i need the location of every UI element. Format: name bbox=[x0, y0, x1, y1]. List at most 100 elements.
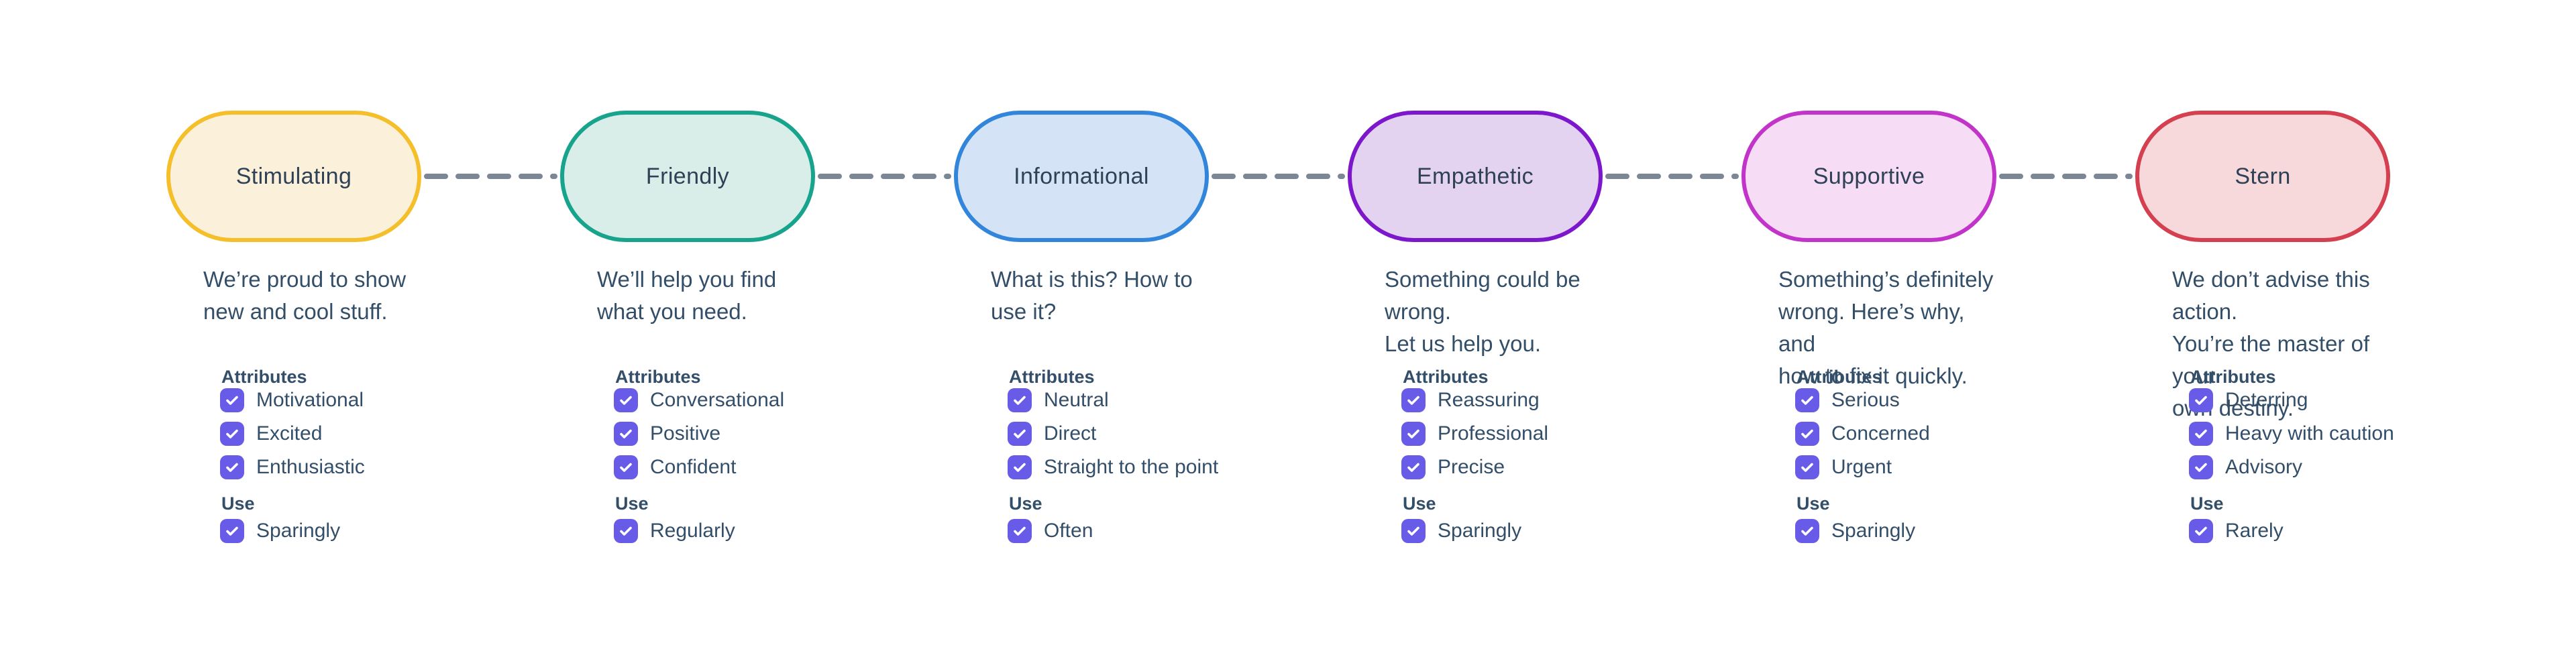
tone-column: Supportive Something’s definitely wrong.… bbox=[1741, 111, 1996, 552]
use-list: Sparingly bbox=[166, 519, 421, 543]
checkbox-label: Straight to the point bbox=[1044, 456, 1219, 478]
checkbox-checked-icon[interactable] bbox=[1008, 388, 1032, 412]
checkbox-checked-icon[interactable] bbox=[220, 422, 244, 446]
tone-name: Friendly bbox=[645, 163, 730, 189]
checkbox-row[interactable]: Sparingly bbox=[220, 519, 421, 543]
checkbox-checked-icon[interactable] bbox=[1401, 422, 1426, 446]
checkbox-checked-icon[interactable] bbox=[614, 455, 638, 479]
checkbox-row[interactable]: Precise bbox=[1401, 455, 1603, 479]
checkbox-row[interactable]: Direct bbox=[1008, 422, 1209, 446]
checkbox-label: Neutral bbox=[1044, 389, 1109, 411]
checkbox-label: Precise bbox=[1438, 456, 1505, 478]
checkbox-checked-icon[interactable] bbox=[1401, 388, 1426, 412]
checkbox-checked-icon[interactable] bbox=[1795, 388, 1819, 412]
checkbox-row[interactable]: Often bbox=[1008, 519, 1209, 543]
checkbox-row[interactable]: Confident bbox=[614, 455, 815, 479]
checkbox-label: Positive bbox=[650, 422, 721, 445]
attributes-list: Reassuring Professional Precise bbox=[1348, 388, 1603, 479]
tone-name: Informational bbox=[1014, 163, 1149, 189]
checkbox-checked-icon[interactable] bbox=[220, 455, 244, 479]
checkbox-checked-icon[interactable] bbox=[220, 519, 244, 543]
attributes-header: Attributes bbox=[1403, 367, 1489, 387]
tone-column: Empathetic Something could be wrong. Let… bbox=[1348, 111, 1603, 552]
checkbox-row[interactable]: Regularly bbox=[614, 519, 815, 543]
checkbox-row[interactable]: Professional bbox=[1401, 422, 1603, 446]
checkbox-checked-icon[interactable] bbox=[1008, 422, 1032, 446]
checkbox-label: Conversational bbox=[650, 389, 785, 411]
checkbox-row[interactable]: Motivational bbox=[220, 388, 421, 412]
checkbox-row[interactable]: Sparingly bbox=[1795, 519, 1996, 543]
checkbox-checked-icon[interactable] bbox=[2189, 422, 2213, 446]
checkbox-checked-icon[interactable] bbox=[614, 519, 638, 543]
checkbox-checked-icon[interactable] bbox=[1008, 455, 1032, 479]
checkbox-label: Advisory bbox=[2225, 456, 2303, 478]
checkbox-checked-icon[interactable] bbox=[1008, 519, 1032, 543]
checkbox-row[interactable]: Sparingly bbox=[1401, 519, 1603, 543]
checkbox-row[interactable]: Excited bbox=[220, 422, 421, 446]
checkbox-label: Rarely bbox=[2225, 520, 2284, 542]
tone-description: We’ll help you find what you need. bbox=[597, 267, 777, 324]
checkbox-label: Serious bbox=[1831, 389, 1900, 411]
tone-pill: Informational bbox=[954, 111, 1209, 242]
tone-pill: Supportive bbox=[1741, 111, 1996, 242]
checkbox-checked-icon[interactable] bbox=[2189, 519, 2213, 543]
use-list: Regularly bbox=[560, 519, 815, 543]
tone-column: Stimulating We’re proud to show new and … bbox=[166, 111, 421, 552]
checkbox-row[interactable]: Serious bbox=[1795, 388, 1996, 412]
checkbox-row[interactable]: Concerned bbox=[1795, 422, 1996, 446]
checkbox-label: Regularly bbox=[650, 520, 735, 542]
tone-row: Stimulating We’re proud to show new and … bbox=[166, 111, 2394, 552]
checkbox-row[interactable]: Urgent bbox=[1795, 455, 1996, 479]
checkbox-checked-icon[interactable] bbox=[2189, 388, 2213, 412]
checkbox-label: Enthusiastic bbox=[256, 456, 365, 478]
attributes-list: Conversational Positive Confident bbox=[560, 388, 815, 479]
tone-name: Supportive bbox=[1813, 163, 1925, 189]
checkbox-label: Concerned bbox=[1831, 422, 1930, 445]
checkbox-checked-icon[interactable] bbox=[1795, 519, 1819, 543]
checkbox-label: Sparingly bbox=[1831, 520, 1916, 542]
checkbox-label: Urgent bbox=[1831, 456, 1892, 478]
checkbox-checked-icon[interactable] bbox=[1401, 519, 1426, 543]
dashed-connector-line bbox=[1212, 174, 1345, 179]
checkbox-label: Motivational bbox=[256, 389, 364, 411]
tone-description: We’re proud to show new and cool stuff. bbox=[203, 267, 407, 324]
dashed-connector-line bbox=[1605, 174, 1739, 179]
checkbox-label: Reassuring bbox=[1438, 389, 1540, 411]
checkbox-row[interactable]: Heavy with caution bbox=[2189, 422, 2394, 446]
checkbox-row[interactable]: Reassuring bbox=[1401, 388, 1603, 412]
checkbox-label: Often bbox=[1044, 520, 1093, 542]
tone-column: Friendly We’ll help you find what you ne… bbox=[560, 111, 815, 552]
checkbox-row[interactable]: Enthusiastic bbox=[220, 455, 421, 479]
checkbox-row[interactable]: Neutral bbox=[1008, 388, 1209, 412]
use-header: Use bbox=[1403, 493, 1436, 514]
tone-name: Empathetic bbox=[1416, 163, 1534, 189]
use-list: Sparingly bbox=[1741, 519, 1996, 543]
dashed-connector-line bbox=[424, 174, 557, 179]
checkbox-row[interactable]: Straight to the point bbox=[1008, 455, 1218, 479]
checkbox-label: Confident bbox=[650, 456, 737, 478]
checkbox-label: Heavy with caution bbox=[2225, 422, 2394, 445]
checkbox-checked-icon[interactable] bbox=[614, 388, 638, 412]
checkbox-checked-icon[interactable] bbox=[1795, 455, 1819, 479]
checkbox-row[interactable]: Rarely bbox=[2189, 519, 2390, 543]
checkbox-row[interactable]: Advisory bbox=[2189, 455, 2390, 479]
checkbox-checked-icon[interactable] bbox=[614, 422, 638, 446]
attributes-list: Motivational Excited Enthusiastic bbox=[166, 388, 421, 479]
checkbox-checked-icon[interactable] bbox=[2189, 455, 2213, 479]
use-header: Use bbox=[221, 493, 255, 514]
attributes-header: Attributes bbox=[1009, 367, 1095, 387]
tone-pill: Stimulating bbox=[166, 111, 421, 242]
tone-pill: Friendly bbox=[560, 111, 815, 242]
use-list: Often bbox=[954, 519, 1209, 543]
checkbox-row[interactable]: Deterring bbox=[2189, 388, 2390, 412]
tone-name: Stern bbox=[2235, 163, 2291, 189]
checkbox-row[interactable]: Positive bbox=[614, 422, 815, 446]
checkbox-row[interactable]: Conversational bbox=[614, 388, 815, 412]
checkbox-checked-icon[interactable] bbox=[220, 388, 244, 412]
tone-pill: Empathetic bbox=[1348, 111, 1603, 242]
checkbox-checked-icon[interactable] bbox=[1401, 455, 1426, 479]
checkbox-checked-icon[interactable] bbox=[1795, 422, 1819, 446]
tone-column: Informational What is this? How to use i… bbox=[954, 111, 1218, 552]
attributes-header: Attributes bbox=[615, 367, 701, 387]
tone-description: Something’s definitely wrong. Here’s why… bbox=[1778, 267, 1994, 388]
